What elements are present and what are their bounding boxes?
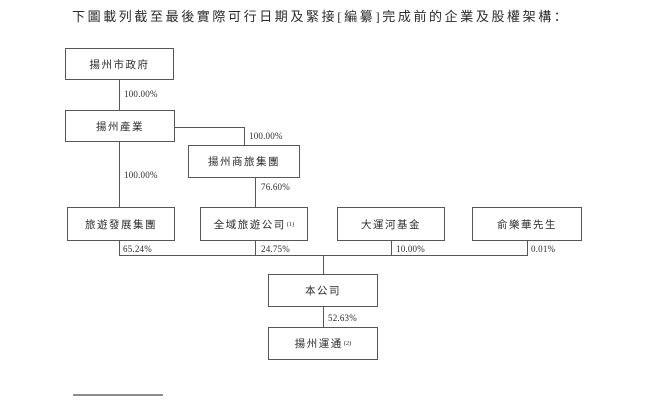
node-tourism-development-group: 旅遊發展集團 — [67, 207, 175, 241]
footnote-marker: (1) — [286, 220, 295, 228]
node-label: 全域旅遊公司 — [213, 219, 286, 231]
node-mr-yu-lehua: 俞樂華先生 — [472, 207, 582, 241]
connector-yu-bus — [527, 241, 528, 255]
ownership-label-gov-industry: 100.00% — [124, 89, 158, 99]
footnote-separator — [73, 394, 163, 396]
ownership-label-quanyu-company: 24.75% — [261, 244, 290, 254]
connector-tourismdev-bus — [119, 241, 120, 255]
ownership-label-industry-shanglv: 100.00% — [249, 131, 283, 141]
node-label: 揚州市政府 — [89, 59, 150, 71]
connector-gov-industry — [119, 80, 120, 110]
ownership-label-tourismdev-company: 65.24% — [123, 244, 152, 254]
connector-shanglv-quanyu — [255, 178, 256, 207]
connector-industry-tourismdev — [119, 142, 120, 207]
node-label: 旅遊發展集團 — [85, 219, 157, 231]
ownership-label-yu-company: 0.01% — [531, 244, 556, 254]
ownership-label-industry-tourismdev: 100.00% — [124, 170, 158, 180]
connector-canal-bus — [391, 241, 392, 255]
connector-industry-shanglv-horizontal — [175, 127, 245, 128]
connector-company-yuntong — [323, 307, 324, 327]
node-yangzhou-industry: 揚州產業 — [65, 110, 175, 142]
ownership-label-company-yuntong: 52.63% — [328, 313, 357, 323]
node-yangzhou-yuntong: 揚州運通(2) — [268, 327, 378, 360]
node-our-company: 本公司 — [268, 274, 378, 307]
footnote-marker: (2) — [343, 340, 352, 347]
connector-quanyu-bus — [255, 241, 256, 255]
node-quanyu-tourism-company: 全域旅遊公司(1) — [200, 207, 308, 241]
node-label: 俞樂華先生 — [497, 219, 557, 231]
node-shanglv-group: 揚州商旅集團 — [188, 145, 300, 178]
page-title: 下圖載列截至最後實際可行日期及緊接[編纂]完成前的企業及股權架構： — [72, 9, 570, 24]
connector-bus-company — [323, 255, 324, 274]
node-label: 本公司 — [305, 286, 341, 297]
node-label: 揚州商旅集團 — [208, 157, 280, 168]
node-label: 大運河基金 — [361, 219, 421, 231]
ownership-label-shanglv-quanyu: 76.60% — [261, 182, 290, 192]
connector-industry-shanglv-vertical — [244, 127, 245, 145]
ownership-label-canal-company: 10.00% — [396, 244, 425, 254]
node-label: 揚州運通 — [294, 339, 343, 350]
node-label: 揚州產業 — [96, 121, 144, 133]
node-yangzhou-government: 揚州市政府 — [65, 48, 174, 80]
node-grand-canal-fund: 大運河基金 — [337, 207, 445, 241]
